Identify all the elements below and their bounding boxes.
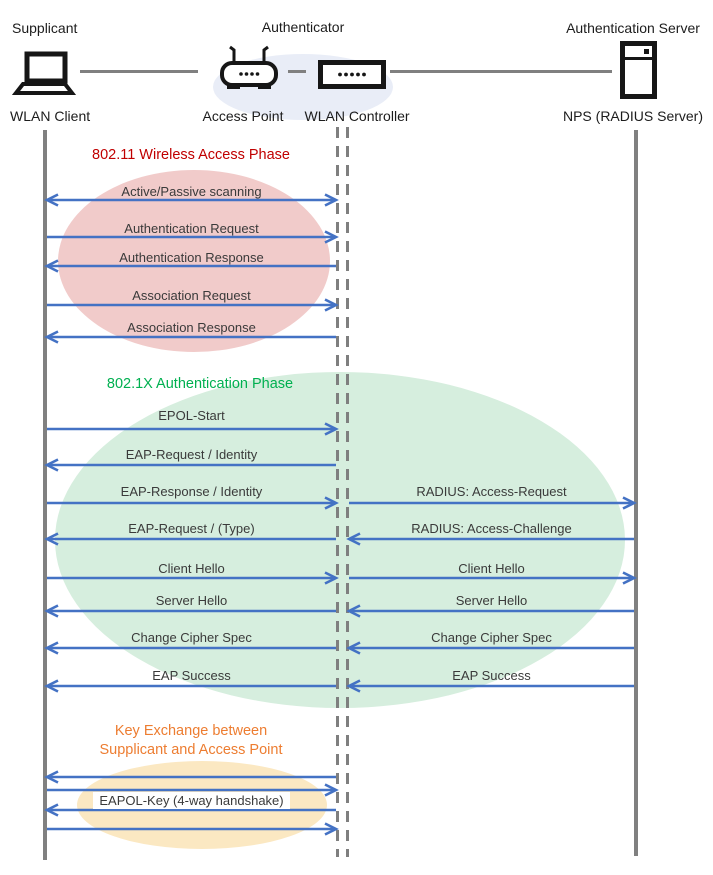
message-label: Server Hello xyxy=(334,592,649,609)
label-wlan-controller: WLAN Controller xyxy=(304,108,410,124)
message-label-text: EAP-Request / (Type) xyxy=(128,521,255,536)
role-authenticator: Authenticator xyxy=(261,19,345,35)
message-arrow xyxy=(44,259,59,273)
message-label: EAP-Request / Identity xyxy=(32,446,351,463)
message-arrow xyxy=(44,193,59,207)
message-label-text: Client Hello xyxy=(158,561,225,576)
phase-title-line: Key Exchange between xyxy=(114,723,268,739)
message-label: EAP Success xyxy=(32,667,351,684)
message-label: Client Hello xyxy=(334,560,649,577)
wlan-controller-icon xyxy=(318,60,386,89)
message-arrow xyxy=(324,496,339,510)
message-label: Change Cipher Spec xyxy=(334,629,649,646)
connector-client-ap xyxy=(80,70,198,73)
message-label: EPOL-Start xyxy=(32,407,351,424)
message-arrow xyxy=(44,679,59,693)
message-label: Active/Passive scanning xyxy=(32,183,351,200)
message-label-text: EAP-Request / Identity xyxy=(125,447,258,462)
message-label-text: EAP Success xyxy=(152,668,231,683)
label-wlan-client: WLAN Client xyxy=(10,108,91,124)
message-arrow xyxy=(324,230,339,244)
lifeline-authenticator-dash-right xyxy=(346,127,349,857)
phase-80211-wireless-access-title: 802.11 Wireless Access Phase xyxy=(31,146,351,165)
connector-ap-wlc xyxy=(288,70,306,73)
message-label: Authentication Request xyxy=(32,220,351,237)
phase-8021x-authentication-title: 802.1X Authentication Phase xyxy=(40,375,360,394)
message-label-text: EAP Success xyxy=(452,668,531,683)
message-label-text: EPOL-Start xyxy=(158,408,225,423)
label-nps-radius-server: NPS (RADIUS Server) xyxy=(562,108,704,124)
message-label-text: Authentication Request xyxy=(124,221,259,236)
message-label-text: Change Cipher Spec xyxy=(131,630,252,645)
message-arrow xyxy=(44,330,59,344)
message-arrow xyxy=(622,571,637,585)
message-label: EAP-Request / (Type) xyxy=(32,520,351,537)
message-label: Association Response xyxy=(32,319,351,336)
message-arrow xyxy=(324,822,339,836)
message-arrow xyxy=(44,641,59,655)
access-point-icon xyxy=(220,45,278,89)
laptop-icon xyxy=(11,51,77,95)
connector-wlc-server xyxy=(390,70,612,73)
message-label-text: Change Cipher Spec xyxy=(431,630,552,645)
message-label-text: EAPOL-Key (4-way handshake) xyxy=(93,792,290,809)
message-label: RADIUS: Access-Request xyxy=(334,483,649,500)
message-arrow xyxy=(324,193,339,207)
message-label-text: RADIUS: Access-Challenge xyxy=(411,521,572,536)
phase-title-line: 802.1X Authentication Phase xyxy=(106,376,294,392)
message-label: Authentication Response xyxy=(32,249,351,266)
message-label: RADIUS: Access-Challenge xyxy=(334,520,649,537)
message-arrow xyxy=(44,532,59,546)
role-authentication-server: Authentication Server xyxy=(566,20,700,36)
message-label: EAP Success xyxy=(334,667,649,684)
message-arrow xyxy=(324,422,339,436)
message-label-text: Active/Passive scanning xyxy=(121,184,262,199)
message-arrow xyxy=(346,679,361,693)
message-label-text: Authentication Response xyxy=(119,250,264,265)
message-arrow xyxy=(324,298,339,312)
message-arrow xyxy=(44,803,59,817)
phase-title-line: Supplicant and Access Point xyxy=(99,742,283,758)
role-supplicant: Supplicant xyxy=(12,20,78,36)
message-label-text: EAP-Response / Identity xyxy=(120,484,263,499)
message-arrow xyxy=(324,571,339,585)
message-label: Association Request xyxy=(32,287,351,304)
message-arrow xyxy=(44,604,59,618)
message-label: EAPOL-Key (4-way handshake) xyxy=(32,792,351,809)
lifeline-authenticator-dash-left xyxy=(336,127,339,857)
phase-title-line: 802.11 Wireless Access Phase xyxy=(92,147,290,163)
message-label-text: Association Response xyxy=(127,320,256,335)
message-label-text: Server Hello xyxy=(455,593,528,608)
message-label-text: Server Hello xyxy=(155,593,228,608)
label-access-point: Access Point xyxy=(202,108,284,124)
message-label: Change Cipher Spec xyxy=(32,629,351,646)
message-label-text: RADIUS: Access-Request xyxy=(416,484,567,499)
message-arrow xyxy=(44,770,59,784)
message-arrow xyxy=(346,604,361,618)
message-arrow xyxy=(346,532,361,546)
message-arrow xyxy=(346,641,361,655)
server-icon xyxy=(620,41,657,99)
message-arrow xyxy=(44,458,59,472)
lifeline-radius-server xyxy=(634,130,638,856)
message-label-text: Association Request xyxy=(132,288,251,303)
message-label: Server Hello xyxy=(32,592,351,609)
message-arrow xyxy=(324,783,339,797)
message-label-text: Client Hello xyxy=(458,561,525,576)
message-label: EAP-Response / Identity xyxy=(32,483,351,500)
lifeline-wlan-client xyxy=(43,130,47,860)
message-label: Client Hello xyxy=(32,560,351,577)
message-arrow xyxy=(622,496,637,510)
